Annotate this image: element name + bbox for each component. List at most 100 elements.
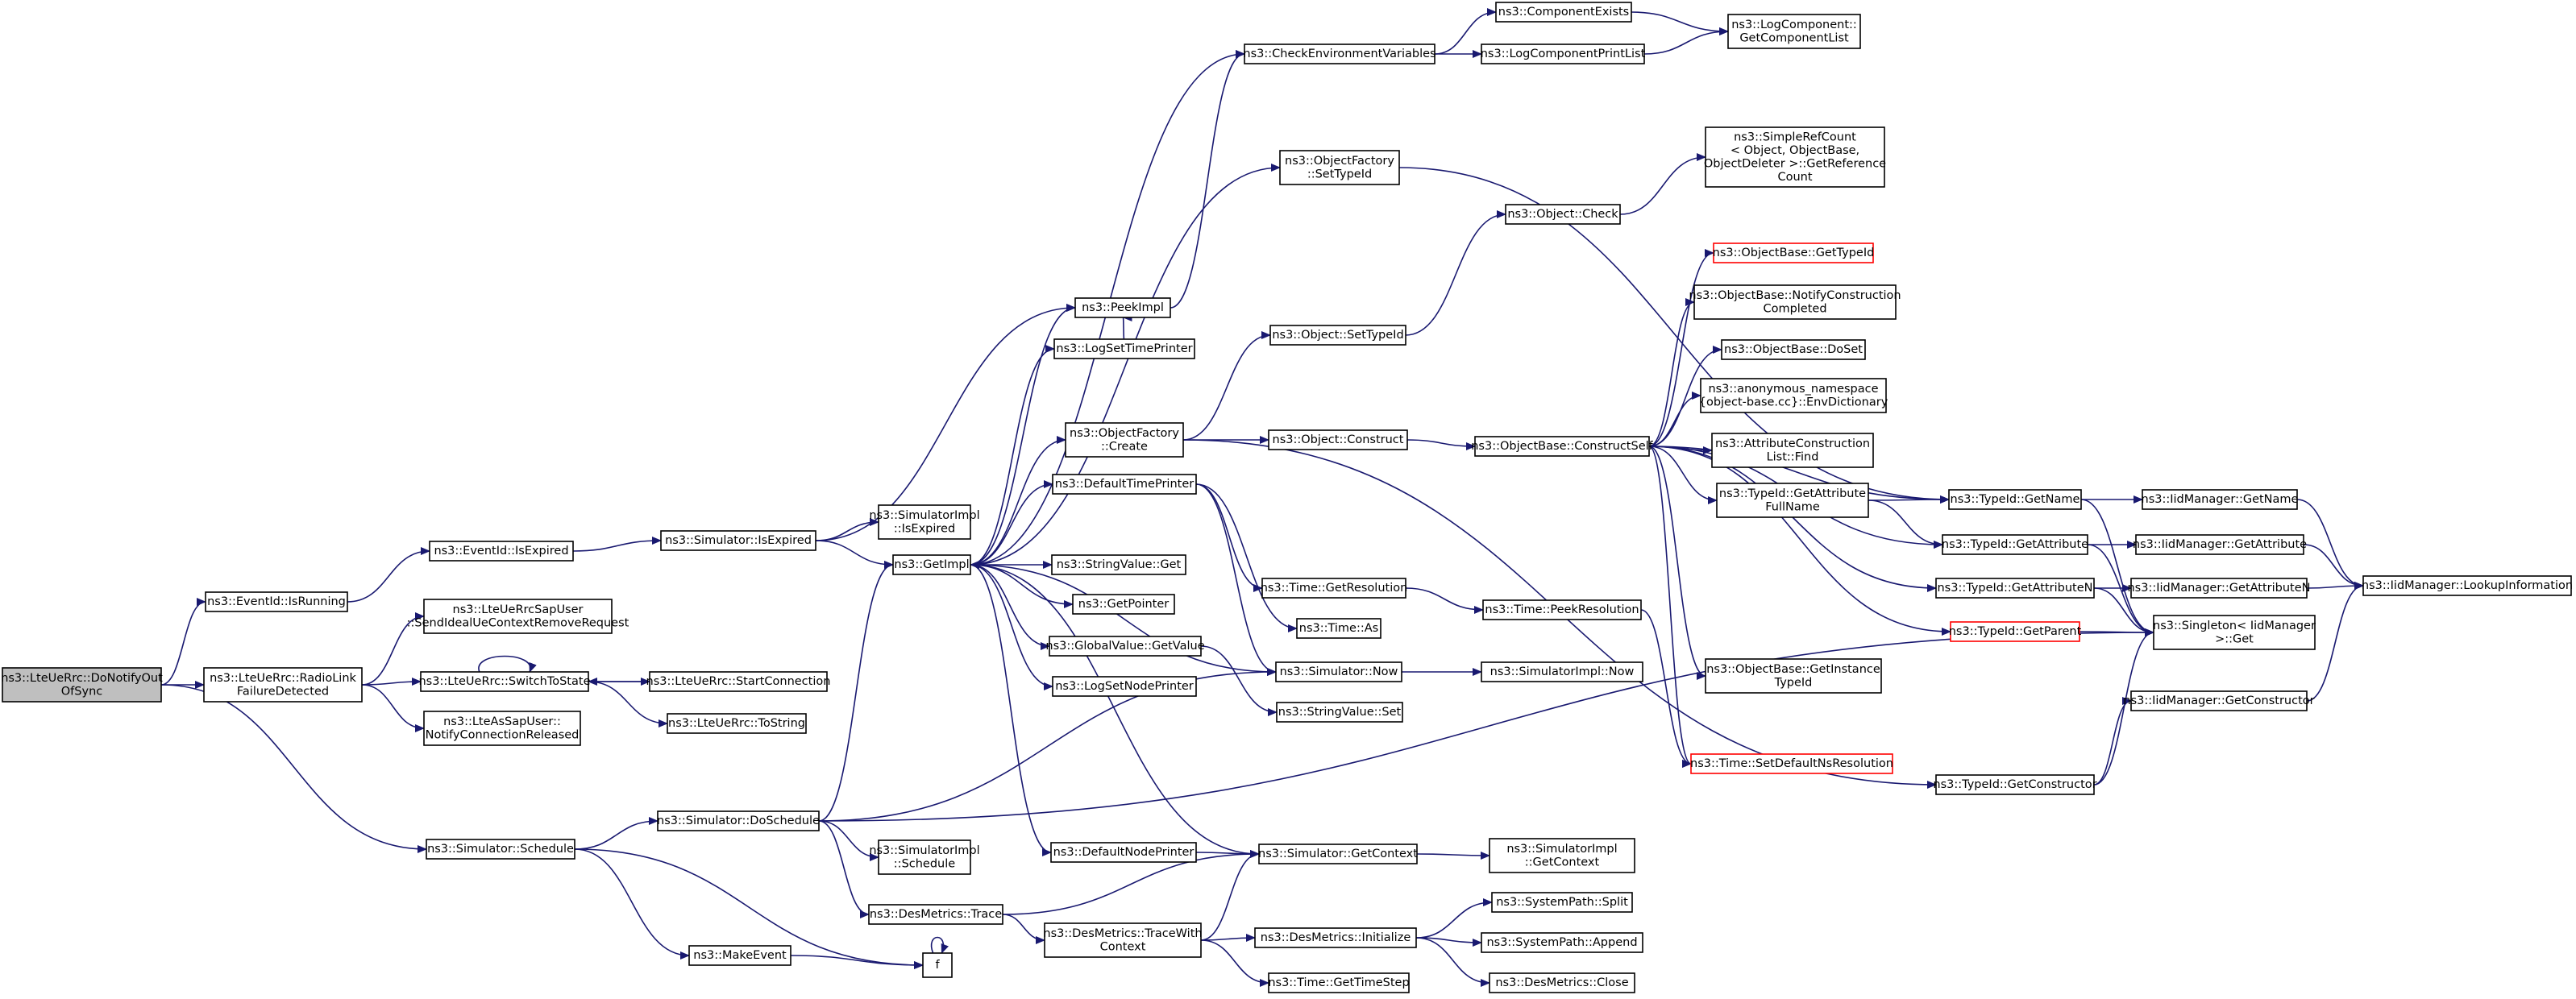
node-tidGetParent[interactable]: ns3::TypeId::GetParent — [1949, 621, 2082, 642]
edge-constructSelf-to-tidGetParent — [1648, 446, 1951, 636]
edge-getImpl-to-peekImpl — [970, 304, 1076, 566]
edge-schedule-to-makeEvent — [574, 848, 690, 960]
node-label: ns3::LteUeRrc::DoNotifyOut — [1, 672, 163, 685]
node-defNodePrinter[interactable]: ns3::DefaultNodePrinter — [1050, 842, 1197, 863]
node-constructSelf[interactable]: ns3::ObjectBase::ConstructSelf — [1471, 436, 1654, 457]
node-anonEnv[interactable]: ns3::anonymous_namespace{object-base.cc}… — [1699, 378, 1888, 413]
node-gvGetValue[interactable]: ns3::GlobalValue::GetValue — [1045, 636, 1205, 657]
node-objCheck[interactable]: ns3::Object::Check — [1505, 204, 1621, 225]
node-box — [1052, 676, 1197, 697]
node-doSchedule[interactable]: ns3::Simulator::DoSchedule — [657, 810, 820, 831]
edge-logCompPrint-to-logCompGetList — [1643, 27, 1729, 55]
node-tidGetAttr[interactable]: ns3::TypeId::GetAttribute — [1942, 534, 2088, 555]
node-logCompGetList[interactable]: ns3::LogComponent::GetComponentList — [1727, 14, 1861, 49]
node-tidGetName[interactable]: ns3::TypeId::GetName — [1948, 489, 2082, 510]
node-obDoSet[interactable]: ns3::ObjectBase::DoSet — [1721, 339, 1866, 360]
node-box — [1044, 922, 1202, 958]
node-getImpl[interactable]: ns3::GetImpl — [892, 554, 971, 575]
node-box — [1948, 489, 2082, 510]
node-tidGetCtor[interactable]: ns3::TypeId::GetConstructor — [1933, 774, 2097, 795]
node-ofSetTypeId[interactable]: ns3::ObjectFactory::SetTypeId — [1279, 150, 1400, 185]
edge-makeEvent-to-f — [790, 955, 924, 969]
node-checkEnv[interactable]: ns3::CheckEnvironmentVariables — [1243, 44, 1436, 64]
node-label: GetComponentList — [1739, 31, 1849, 44]
node-label: Context — [1100, 940, 1146, 953]
node-logCompPrint[interactable]: ns3::LogComponentPrintList — [1481, 44, 1646, 64]
node-label: < Object, ObjectBase, — [1730, 144, 1859, 157]
node-strValSet[interactable]: ns3::StringValue::Set — [1276, 702, 1403, 723]
node-timeGetRes[interactable]: ns3::Time::GetResolution — [1261, 578, 1408, 599]
node-box — [1935, 578, 2095, 599]
node-timePeekRes[interactable]: ns3::Time::PeekResolution — [1482, 599, 1642, 620]
node-objConstruct[interactable]: ns3::Object::Construct — [1268, 429, 1408, 450]
node-simNow[interactable]: ns3::Simulator::Now — [1275, 661, 1402, 682]
node-singletonGet[interactable]: ns3::Singleton< IidManager>::Get — [2153, 615, 2316, 650]
node-timeSetDefNs[interactable]: ns3::Time::SetDefaultNsResolution — [1690, 753, 1893, 774]
node-label: ns3::IidManager::GetName — [2142, 493, 2299, 506]
node-sendIdeal[interactable]: ns3::LteUeRrcSapUser::SendIdealUeContext… — [407, 599, 629, 634]
node-objSetTypeId[interactable]: ns3::Object::SetTypeId — [1269, 325, 1406, 346]
node-ofCreate[interactable]: ns3::ObjectFactory::Create — [1065, 422, 1184, 458]
node-label: ns3::TypeId::GetConstructor — [1933, 778, 2096, 791]
node-schedule[interactable]: ns3::Simulator::Schedule — [426, 839, 575, 860]
node-simIsExpired[interactable]: ns3::Simulator::IsExpired — [660, 530, 816, 551]
node-iidGetAttr[interactable]: ns3::IidManager::GetAttribute — [2133, 534, 2307, 555]
node-iidLookup[interactable]: ns3::IidManager::LookupInformation — [2362, 575, 2573, 596]
edge-getImpl-to-logSetNode — [970, 564, 1053, 690]
node-simImplIsExpired[interactable]: ns3::SimulatorImpl::IsExpired — [869, 504, 980, 540]
node-label: ns3::PeekImpl — [1082, 301, 1164, 314]
edge-desInit-to-sysAppend — [1415, 937, 1482, 947]
node-peekImpl[interactable]: ns3::PeekImpl — [1074, 297, 1171, 318]
node-getPointer[interactable]: ns3::GetPointer — [1072, 594, 1175, 615]
node-startConn[interactable]: ns3::LteUeRrc::StartConnection — [646, 671, 831, 692]
node-desTrace[interactable]: ns3::DesMetrics::Trace — [868, 904, 1003, 925]
edge-simGetContext-to-simImplGetCtx — [1416, 851, 1490, 860]
node-timeGetStep[interactable]: ns3::Time::GetTimeStep — [1268, 972, 1410, 993]
node-tidGetAttrN[interactable]: ns3::TypeId::GetAttributeN — [1935, 578, 2095, 599]
node-box — [420, 671, 589, 692]
node-box — [1052, 474, 1197, 495]
edge-simIsExpired-to-peekImpl — [815, 304, 1076, 541]
node-box — [1279, 150, 1400, 185]
node-timeAs[interactable]: ns3::Time::As — [1296, 618, 1381, 639]
node-label: ns3::DefaultTimePrinter — [1055, 478, 1194, 491]
node-label: ns3::AttributeConstruction — [1715, 437, 1870, 450]
node-simImplGetCtx[interactable]: ns3::SimulatorImpl::GetContext — [1489, 838, 1635, 873]
node-evIsExpired[interactable]: ns3::EventId::IsExpired — [429, 541, 574, 562]
node-box — [1065, 422, 1184, 458]
node-evIsRunning[interactable]: ns3::EventId::IsRunning — [205, 591, 348, 612]
node-simImplNow[interactable]: ns3::SimulatorImpl::Now — [1481, 661, 1643, 682]
node-strValGet[interactable]: ns3::StringValue::Get — [1051, 554, 1186, 575]
node-label: ns3::LteAsSapUser:: — [443, 715, 561, 728]
node-logSetTime[interactable]: ns3::LogSetTimePrinter — [1053, 338, 1195, 359]
node-iidGetAttrN[interactable]: ns3::IidManager::GetAttributeN — [2127, 578, 2311, 599]
node-simGetContext[interactable]: ns3::Simulator::GetContext — [1258, 844, 1418, 864]
node-obGetTypeId[interactable]: ns3::ObjectBase::GetTypeId — [1713, 242, 1875, 263]
node-simImplSchedule[interactable]: ns3::SimulatorImpl::Schedule — [869, 839, 980, 875]
node-defTimePrinter[interactable]: ns3::DefaultTimePrinter — [1052, 474, 1197, 495]
node-desInit[interactable]: ns3::DesMetrics::Initialize — [1254, 927, 1417, 948]
node-sysSplit[interactable]: ns3::SystemPath::Split — [1491, 892, 1633, 913]
node-toString[interactable]: ns3::LteUeRrc::ToString — [667, 713, 807, 734]
edge-ofCreate-to-objSetTypeId — [1182, 331, 1271, 441]
node-switchToState[interactable]: ns3::LteUeRrc::SwitchToState — [418, 671, 591, 692]
node-sysAppend[interactable]: ns3::SystemPath::Append — [1481, 932, 1643, 953]
node-desClose[interactable]: ns3::DesMetrics::Close — [1489, 972, 1635, 993]
node-makeEvent[interactable]: ns3::MakeEvent — [688, 945, 791, 966]
node-box — [203, 667, 363, 703]
node-iidGetName[interactable]: ns3::IidManager::GetName — [2142, 489, 2299, 510]
node-box — [1261, 578, 1406, 599]
node-f[interactable]: f — [922, 952, 953, 978]
node-obNotify[interactable]: ns3::ObjectBase::NotifyConstructionCompl… — [1689, 284, 1901, 320]
node-simpleRef[interactable]: ns3::SimpleRefCount< Object, ObjectBase,… — [1704, 126, 1886, 188]
node-compExists[interactable]: ns3::ComponentExists — [1495, 2, 1632, 23]
node-logSetNode[interactable]: ns3::LogSetNodePrinter — [1052, 676, 1197, 697]
node-iidGetCtor[interactable]: ns3::IidManager::GetConstructor — [2123, 690, 2315, 711]
node-notifyConnRel[interactable]: ns3::LteAsSapUser::NotifyConnectionRelea… — [423, 711, 581, 746]
